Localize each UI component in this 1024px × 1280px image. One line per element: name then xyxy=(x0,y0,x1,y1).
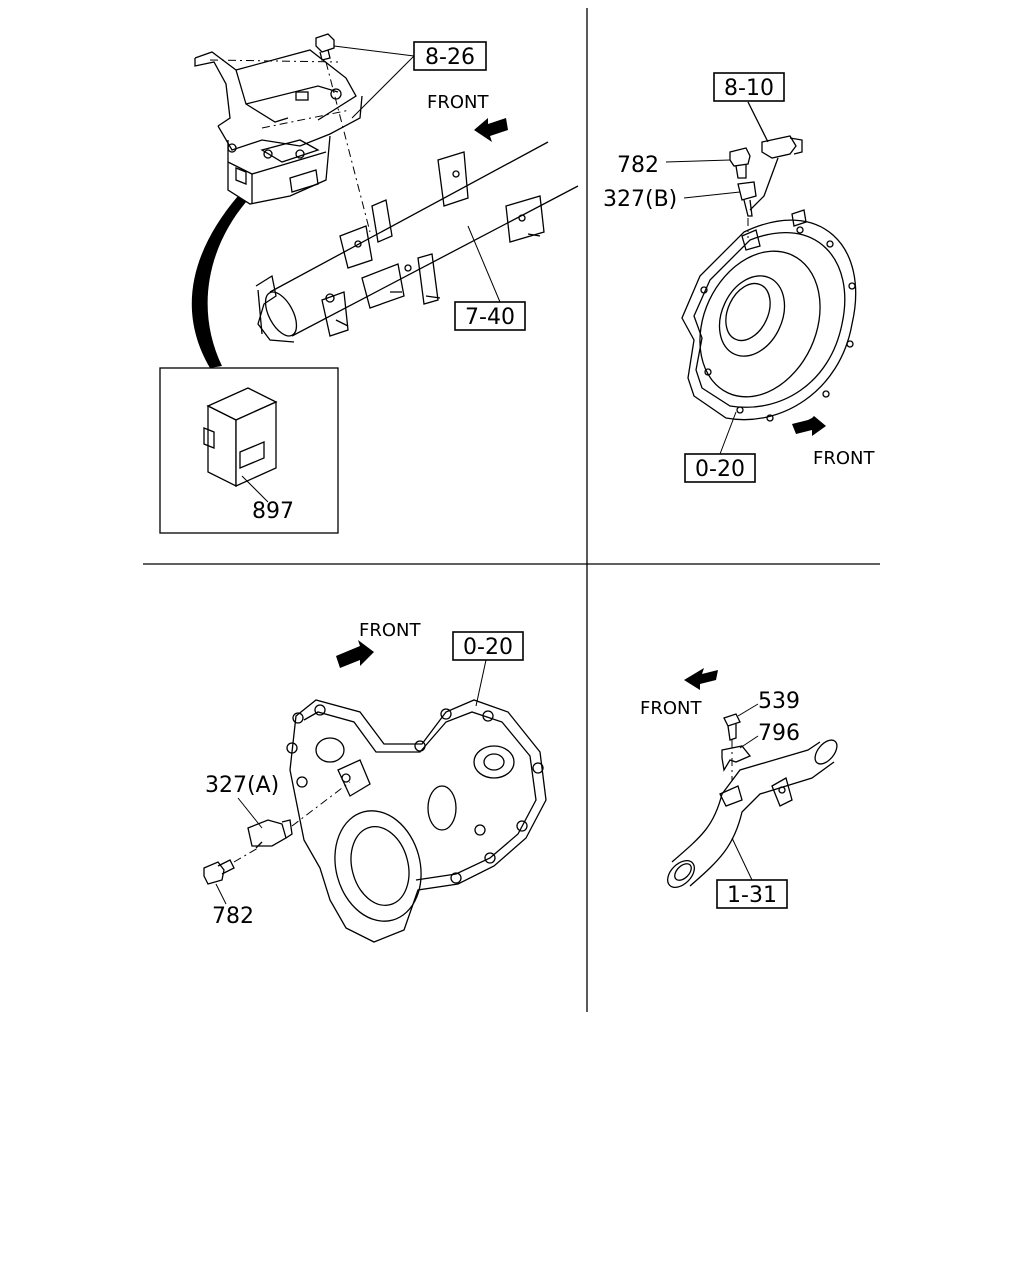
panel-bottom-left: FRONT 0-20 xyxy=(203,620,547,943)
front-arrow-icon xyxy=(792,416,826,436)
ref-box-1-31[interactable]: 1-31 xyxy=(716,879,788,909)
front-label: FRONT xyxy=(640,698,702,719)
ref-label: 0-20 xyxy=(463,635,513,660)
front-arrow-icon xyxy=(474,118,508,142)
ref-label: 8-10 xyxy=(724,76,774,101)
part-number[interactable]: 327(B) xyxy=(603,187,677,212)
part-number[interactable]: 782 xyxy=(617,153,659,178)
flywheel-housing xyxy=(681,209,857,422)
ref-box-0-20[interactable]: 0-20 xyxy=(684,453,756,483)
ref-label: 1-31 xyxy=(727,883,777,908)
bolt-782 xyxy=(203,847,259,885)
bolt-782 xyxy=(729,147,751,179)
front-label: FRONT xyxy=(359,620,421,641)
part-number[interactable]: 897 xyxy=(252,499,294,524)
detail-box-897: 897 xyxy=(159,367,339,534)
front-label: FRONT xyxy=(813,448,875,469)
sensor-327b xyxy=(737,181,757,238)
cross-member xyxy=(255,141,579,343)
panel-bottom-right: FRONT 539 796 1-31 xyxy=(640,668,838,909)
panel-dividers xyxy=(143,8,880,1012)
ref-label: 7-40 xyxy=(465,305,515,330)
part-number[interactable]: 539 xyxy=(758,689,800,714)
part-number[interactable]: 782 xyxy=(212,904,254,929)
panel-top-left: 8-26 FRONT xyxy=(159,33,579,534)
ref-box-0-20[interactable]: 0-20 xyxy=(452,631,524,661)
harness-connector xyxy=(747,101,803,211)
front-arrow-icon xyxy=(684,668,718,690)
ref-label: 8-26 xyxy=(425,45,475,70)
ref-box-7-40[interactable]: 7-40 xyxy=(454,301,526,331)
ref-box-8-26[interactable]: 8-26 xyxy=(413,41,487,71)
callout-arrow xyxy=(191,196,246,368)
clip-796 xyxy=(721,745,752,772)
panel-top-right: 8-10 782 327(B) xyxy=(603,72,875,483)
control-unit-bracket xyxy=(194,49,363,205)
part-number[interactable]: 327(A) xyxy=(205,773,279,798)
bolt-top xyxy=(315,33,371,233)
water-pipe xyxy=(667,739,838,888)
ref-label: 0-20 xyxy=(695,457,745,482)
sensor-327a xyxy=(247,781,351,849)
timing-case xyxy=(286,699,547,943)
front-arrow-icon xyxy=(336,640,374,668)
ref-box-8-10[interactable]: 8-10 xyxy=(713,72,785,102)
control-module-icon xyxy=(203,387,278,488)
front-label: FRONT xyxy=(427,92,489,113)
part-number[interactable]: 796 xyxy=(758,721,800,746)
